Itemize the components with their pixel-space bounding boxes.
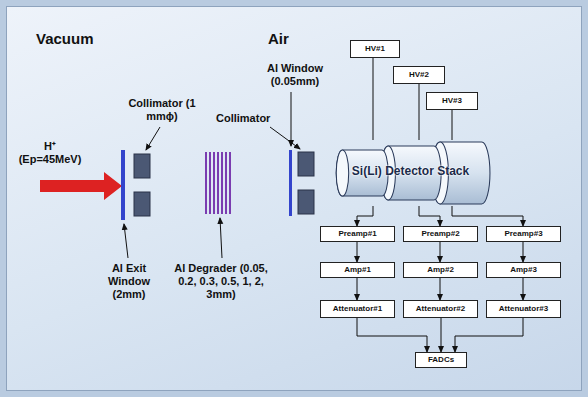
signal-connector bbox=[440, 278, 441, 300]
box-text: Attenuator#1 bbox=[333, 304, 382, 314]
box-text: Preamp#2 bbox=[421, 229, 459, 239]
process-box: Preamp#1 bbox=[320, 226, 395, 242]
collimator-block bbox=[134, 192, 150, 216]
box-text: HV#1 bbox=[365, 44, 385, 54]
part-label: Al Exit Window (2mm) bbox=[98, 262, 160, 301]
signal-connector bbox=[357, 242, 358, 262]
part-label: Al Window (0.05mm) bbox=[262, 62, 328, 88]
box-text: Si(Li) Detector Stack bbox=[330, 164, 491, 178]
exit-window bbox=[121, 150, 125, 220]
signal-connector bbox=[419, 206, 440, 226]
signal-connector bbox=[440, 242, 441, 262]
process-box: Attenuator#1 bbox=[320, 300, 395, 318]
leader-arrows bbox=[124, 92, 300, 258]
part-label: Air bbox=[268, 30, 289, 47]
box-text: FADCs bbox=[428, 355, 454, 365]
signal-connector bbox=[452, 110, 453, 140]
part-label: Vacuum bbox=[36, 30, 94, 47]
process-box: Amp#2 bbox=[403, 262, 478, 278]
part-label: Collimator bbox=[216, 112, 270, 125]
box-text: HV#2 bbox=[409, 70, 429, 80]
signal-connector bbox=[373, 58, 374, 140]
air-window bbox=[289, 150, 292, 216]
process-box: HV#2 bbox=[393, 66, 445, 84]
box-text: Amp#1 bbox=[344, 265, 371, 275]
part-label: H⁺ (Ep=45MeV) bbox=[12, 140, 88, 166]
signal-connector bbox=[523, 242, 524, 262]
detector-stack: Si(Li) Detector Stack bbox=[330, 140, 491, 206]
signal-connector bbox=[452, 206, 523, 226]
process-box: HV#1 bbox=[350, 40, 400, 58]
box-text: HV#3 bbox=[442, 96, 462, 106]
signal-connector bbox=[523, 278, 524, 300]
signal-connector bbox=[357, 318, 427, 352]
process-box: HV#3 bbox=[426, 92, 478, 110]
process-box: Preamp#2 bbox=[403, 226, 478, 242]
process-box: Preamp#3 bbox=[486, 226, 561, 242]
signal-connector bbox=[357, 278, 358, 300]
signal-connector bbox=[419, 84, 420, 140]
part-label: Al Degrader (0.05, 0.2, 0.3, 0.5, 1, 2, … bbox=[170, 262, 272, 301]
process-box: Attenuator#2 bbox=[403, 300, 478, 318]
box-text: Preamp#1 bbox=[338, 229, 376, 239]
collimator-block bbox=[298, 152, 314, 176]
process-box: Amp#1 bbox=[320, 262, 395, 278]
process-box: Amp#3 bbox=[486, 262, 561, 278]
part-label: Collimator (1 mmϕ) bbox=[126, 97, 198, 123]
box-text: Amp#3 bbox=[510, 265, 537, 275]
box-text: Amp#2 bbox=[427, 265, 454, 275]
signal-connector bbox=[455, 318, 523, 352]
box-text: Preamp#3 bbox=[504, 229, 542, 239]
signal-connector bbox=[357, 206, 373, 226]
degrader-foils bbox=[206, 152, 230, 214]
process-box: FADCs bbox=[415, 352, 467, 368]
process-box: Attenuator#3 bbox=[486, 300, 561, 318]
beam-arrow bbox=[40, 172, 122, 200]
signal-connector bbox=[441, 318, 442, 352]
box-text: Attenuator#2 bbox=[416, 304, 465, 314]
collimator-block bbox=[298, 190, 314, 214]
collimator-block bbox=[134, 154, 150, 178]
box-text: Attenuator#3 bbox=[499, 304, 548, 314]
